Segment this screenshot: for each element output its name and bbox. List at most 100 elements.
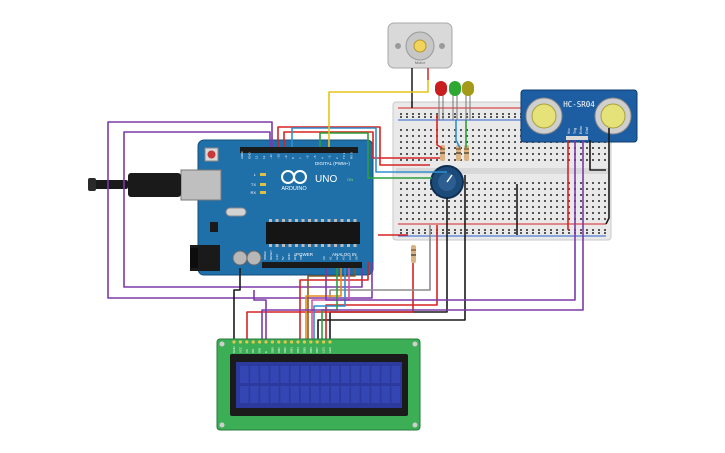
breadboard-hole <box>424 232 426 234</box>
breadboard-hole <box>592 147 594 149</box>
breadboard-hole <box>472 206 474 208</box>
breadboard-hole <box>520 147 522 149</box>
breadboard-hole <box>430 147 432 149</box>
breadboard-hole <box>550 212 552 214</box>
breadboard-hole <box>418 188 420 190</box>
breadboard-hole <box>502 194 504 196</box>
breadboard-hole <box>442 135 444 137</box>
breadboard-hole <box>412 116 414 118</box>
breadboard-hole <box>568 218 570 220</box>
breadboard-hole <box>400 129 402 131</box>
breadboard-hole <box>496 194 498 196</box>
breadboard-hole <box>496 188 498 190</box>
breadboard-hole <box>424 218 426 220</box>
breadboard-hole <box>532 153 534 155</box>
breadboard-hole <box>490 200 492 202</box>
breadboard-hole <box>406 232 408 234</box>
breadboard-hole <box>604 218 606 220</box>
lcd-pin-label: DB1 <box>277 347 281 353</box>
breadboard-hole <box>424 159 426 161</box>
breadboard-hole <box>514 141 516 143</box>
breadboard-hole <box>454 229 456 231</box>
breadboard-hole <box>568 153 570 155</box>
breadboard-hole <box>544 232 546 234</box>
breadboard-hole <box>406 147 408 149</box>
breadboard-hole <box>418 129 420 131</box>
breadboard-hole <box>556 200 558 202</box>
sensor-pin-label: Gnd <box>585 127 589 134</box>
breadboard-hole <box>586 153 588 155</box>
lcd-pin-pad <box>309 340 313 344</box>
breadboard-hole <box>520 229 522 231</box>
breadboard-hole <box>580 188 582 190</box>
breadboard-hole <box>604 194 606 196</box>
breadboard-hole <box>490 182 492 184</box>
breadboard-hole <box>532 218 534 220</box>
breadboard-hole <box>538 194 540 196</box>
breadboard-hole <box>508 147 510 149</box>
breadboard-hole <box>550 153 552 155</box>
analog-pin-label: A1 <box>329 256 333 260</box>
breadboard-hole <box>604 159 606 161</box>
breadboard-hole <box>424 141 426 143</box>
breadboard-hole <box>430 116 432 118</box>
breadboard-hole <box>424 188 426 190</box>
breadboard-hole <box>568 229 570 231</box>
breadboard-hole <box>586 188 588 190</box>
breadboard-hole <box>484 135 486 137</box>
breadboard-hole <box>550 229 552 231</box>
digital-pin-label: ~9 <box>284 155 288 159</box>
breadboard-hole <box>502 229 504 231</box>
breadboard-hole <box>454 206 456 208</box>
breadboard-hole <box>532 232 534 234</box>
breadboard-hole <box>532 188 534 190</box>
breadboard-hole <box>406 206 408 208</box>
breadboard-hole <box>406 188 408 190</box>
breadboard-hole <box>562 153 564 155</box>
breadboard-hole <box>472 188 474 190</box>
breadboard-hole <box>484 212 486 214</box>
breadboard-hole <box>448 232 450 234</box>
breadboard-hole <box>400 135 402 137</box>
breadboard-hole <box>400 194 402 196</box>
arduino-led-label: TX <box>251 182 256 187</box>
breadboard-hole <box>484 229 486 231</box>
breadboard-hole <box>532 212 534 214</box>
breadboard-hole <box>580 232 582 234</box>
breadboard-hole <box>478 229 480 231</box>
breadboard-hole <box>502 212 504 214</box>
breadboard-hole <box>478 212 480 214</box>
breadboard-hole <box>538 182 540 184</box>
breadboard-hole <box>442 200 444 202</box>
breadboard-hole <box>448 113 450 115</box>
breadboard-hole <box>586 159 588 161</box>
breadboard-hole <box>466 206 468 208</box>
digital-pin-label: ~11 <box>269 154 273 159</box>
breadboard-hole <box>430 200 432 202</box>
breadboard-hole <box>406 218 408 220</box>
breadboard-hole <box>502 188 504 190</box>
breadboard-hole <box>496 147 498 149</box>
lcd-pin-pad <box>277 340 281 344</box>
sensor-pin-label: Trig <box>573 128 577 134</box>
breadboard-hole <box>508 188 510 190</box>
breadboard-hole <box>556 188 558 190</box>
breadboard-hole <box>490 147 492 149</box>
digital-pin-label: TX 1 <box>342 152 346 159</box>
breadboard-hole <box>466 113 468 115</box>
breadboard-hole <box>478 129 480 131</box>
breadboard-hole <box>490 159 492 161</box>
breadboard-hole <box>430 153 432 155</box>
breadboard-hole <box>526 206 528 208</box>
breadboard-hole <box>418 113 420 115</box>
breadboard-hole <box>454 116 456 118</box>
breadboard-hole <box>592 229 594 231</box>
breadboard-hole <box>430 188 432 190</box>
breadboard-hole <box>520 188 522 190</box>
sensor-pin-label: Echo <box>579 126 583 134</box>
breadboard-hole <box>550 194 552 196</box>
breadboard-hole <box>484 206 486 208</box>
breadboard-hole <box>442 141 444 143</box>
lcd-pin-pad <box>296 340 300 344</box>
